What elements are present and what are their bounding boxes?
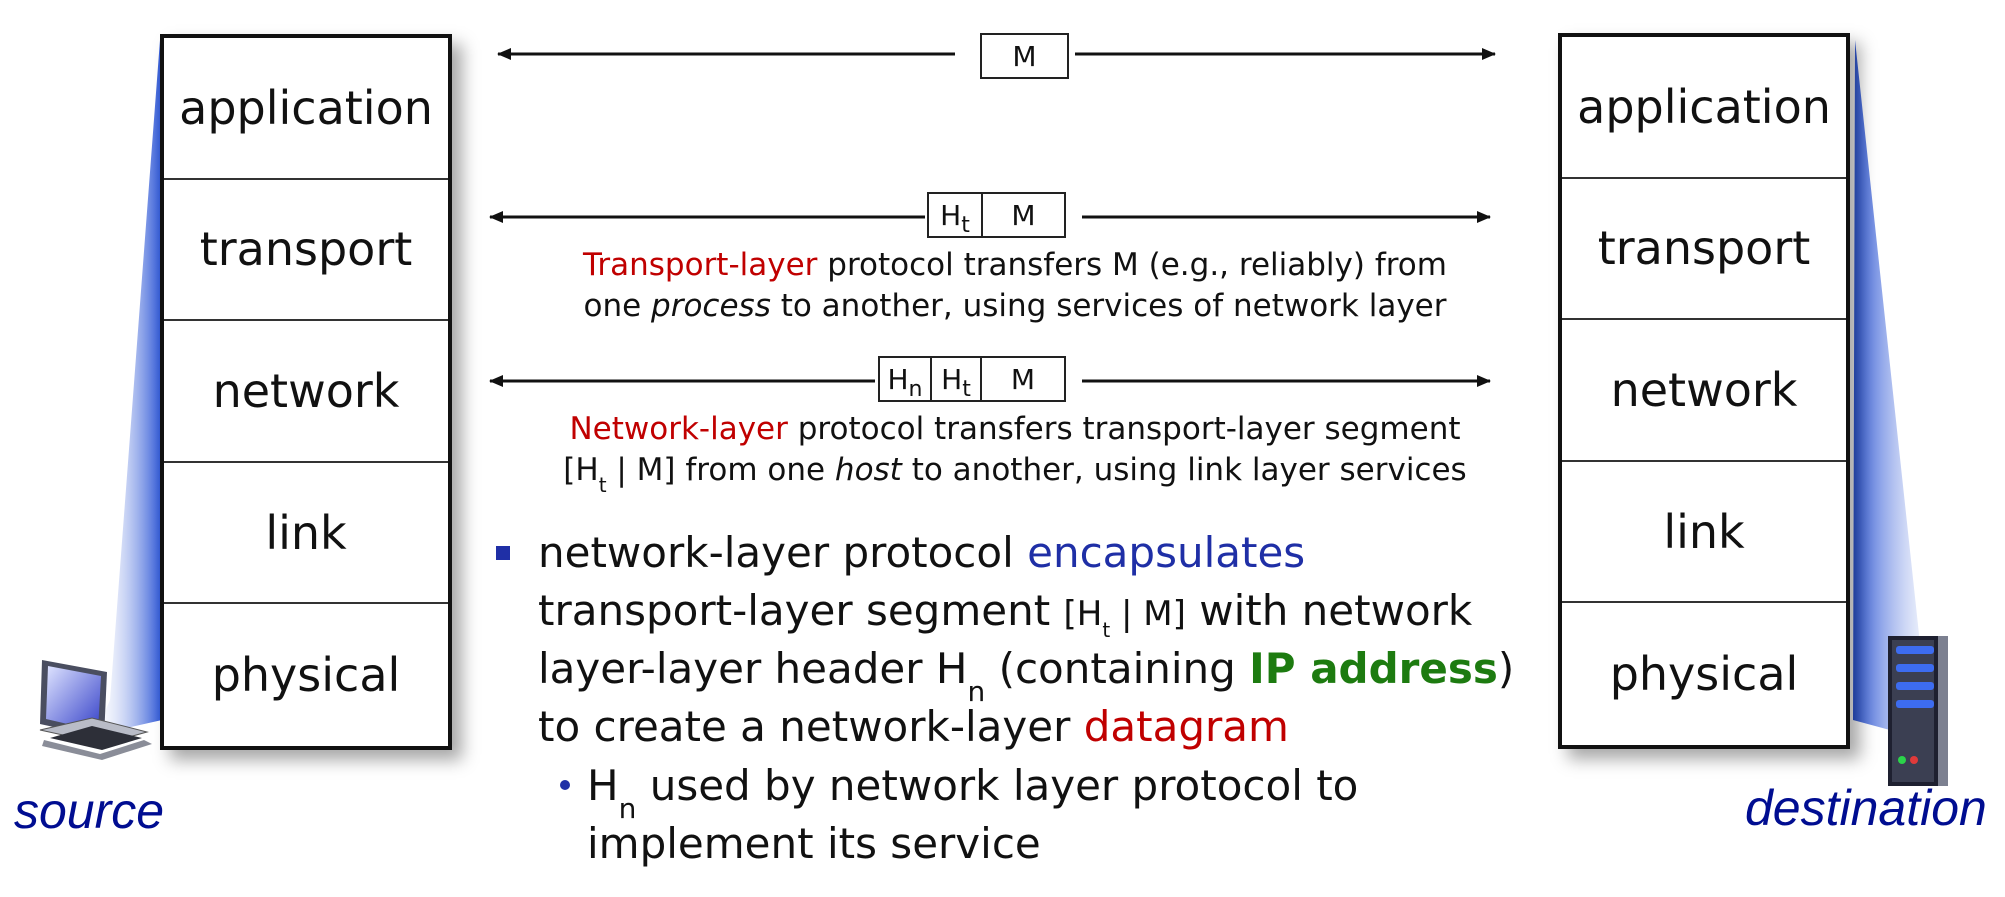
payload-m: M: [1012, 39, 1037, 73]
bullet-line-4: to create a network-layer datagram: [538, 698, 1289, 756]
sub-bullet-line-2: implement its service: [587, 815, 1041, 873]
text: one: [583, 288, 652, 324]
text: to another, using services of network la…: [770, 288, 1447, 324]
subscript: t: [1102, 618, 1111, 642]
text: layer-layer header H: [538, 644, 968, 693]
payload-m: M: [980, 358, 1064, 400]
subscript: n: [618, 792, 637, 825]
sub-bullet-marker: [560, 780, 570, 790]
text: | M]: [1110, 594, 1186, 634]
network-description: Network-layer protocol transfers transpo…: [535, 409, 1495, 497]
transport-desc-rest: protocol transfers M (e.g., reliably) fr…: [817, 247, 1447, 283]
ip-address-term: IP address: [1249, 644, 1498, 693]
source-wedge: [95, 40, 162, 735]
sub-bullet-line-1: Hn used by network layer protocol to: [587, 757, 1359, 825]
text: | M] from one: [606, 452, 835, 488]
transport-header-sub: t: [962, 376, 971, 402]
destination-label: destination: [1745, 780, 1987, 836]
text: used by network layer protocol to: [636, 761, 1359, 810]
server-icon: [1888, 636, 1948, 786]
network-desc-line1: Network-layer protocol transfers transpo…: [535, 409, 1495, 450]
transport-header-letter: H: [940, 198, 962, 232]
destination-layer-transport: transport: [1562, 179, 1846, 321]
text: to create a network-layer: [538, 702, 1084, 751]
network-desc-rest: protocol transfers transport-layer segme…: [787, 411, 1461, 447]
transport-description: Transport-layer protocol transfers M (e.…: [555, 245, 1475, 327]
text: (containing: [985, 644, 1250, 693]
text: [H: [1063, 594, 1103, 634]
bullet-line-3: layer-layer header Hn (containing IP add…: [538, 640, 1515, 708]
bullet-marker: [496, 546, 510, 560]
text: implement its service: [587, 819, 1041, 868]
source-label: source: [14, 783, 165, 839]
application-packet: M: [980, 33, 1069, 79]
payload-m: M: [981, 194, 1064, 236]
source-layer-transport: transport: [164, 180, 448, 322]
transport-header-letter: H: [941, 362, 963, 396]
text: [H: [563, 452, 599, 488]
text: ): [1497, 644, 1515, 693]
host-term: host: [834, 452, 902, 488]
network-layer-term: Network-layer: [569, 411, 788, 447]
source-layer-application: application: [164, 38, 448, 180]
bullet-line-1: network-layer protocol encapsulates: [538, 524, 1305, 582]
source-layer-physical: physical: [211, 648, 401, 703]
bullet-line-2: transport-layer segment [Ht | M] with ne…: [538, 582, 1472, 647]
laptop-icon: [39, 660, 152, 760]
network-desc-line2: [Ht | M] from one host to another, using…: [535, 450, 1495, 497]
destination-layer-physical: physical: [1609, 647, 1799, 702]
transport-header-sub: t: [961, 212, 970, 238]
transport-layer-term: Transport-layer: [583, 247, 818, 283]
text: with network: [1185, 586, 1473, 635]
destination-wedge: [1853, 40, 1945, 745]
destination-protocol-stack: application transport network link physi…: [1558, 33, 1850, 749]
destination-layer-network: network: [1562, 320, 1846, 462]
text: to another, using link layer services: [901, 452, 1467, 488]
text: transport-layer segment: [538, 586, 1064, 635]
text: network-layer protocol: [538, 528, 1028, 577]
source-layer-network: network: [164, 321, 448, 463]
network-header-letter: H: [887, 362, 909, 396]
source-layer-link: link: [164, 463, 448, 605]
network-header-sub: n: [908, 376, 923, 402]
destination-layer-application: application: [1562, 37, 1846, 179]
datagram-term: datagram: [1083, 702, 1289, 751]
encapsulates-term: encapsulates: [1027, 528, 1306, 577]
source-protocol-stack: application transport network link physi…: [160, 34, 452, 750]
text: H: [587, 761, 619, 810]
subscript: t: [598, 473, 607, 497]
destination-layer-link: link: [1562, 462, 1846, 604]
subscript: n: [967, 675, 986, 708]
transport-desc-line1: Transport-layer protocol transfers M (e.…: [555, 245, 1475, 286]
transport-desc-line2: one process to another, using services o…: [555, 286, 1475, 327]
process-term: process: [651, 288, 771, 324]
